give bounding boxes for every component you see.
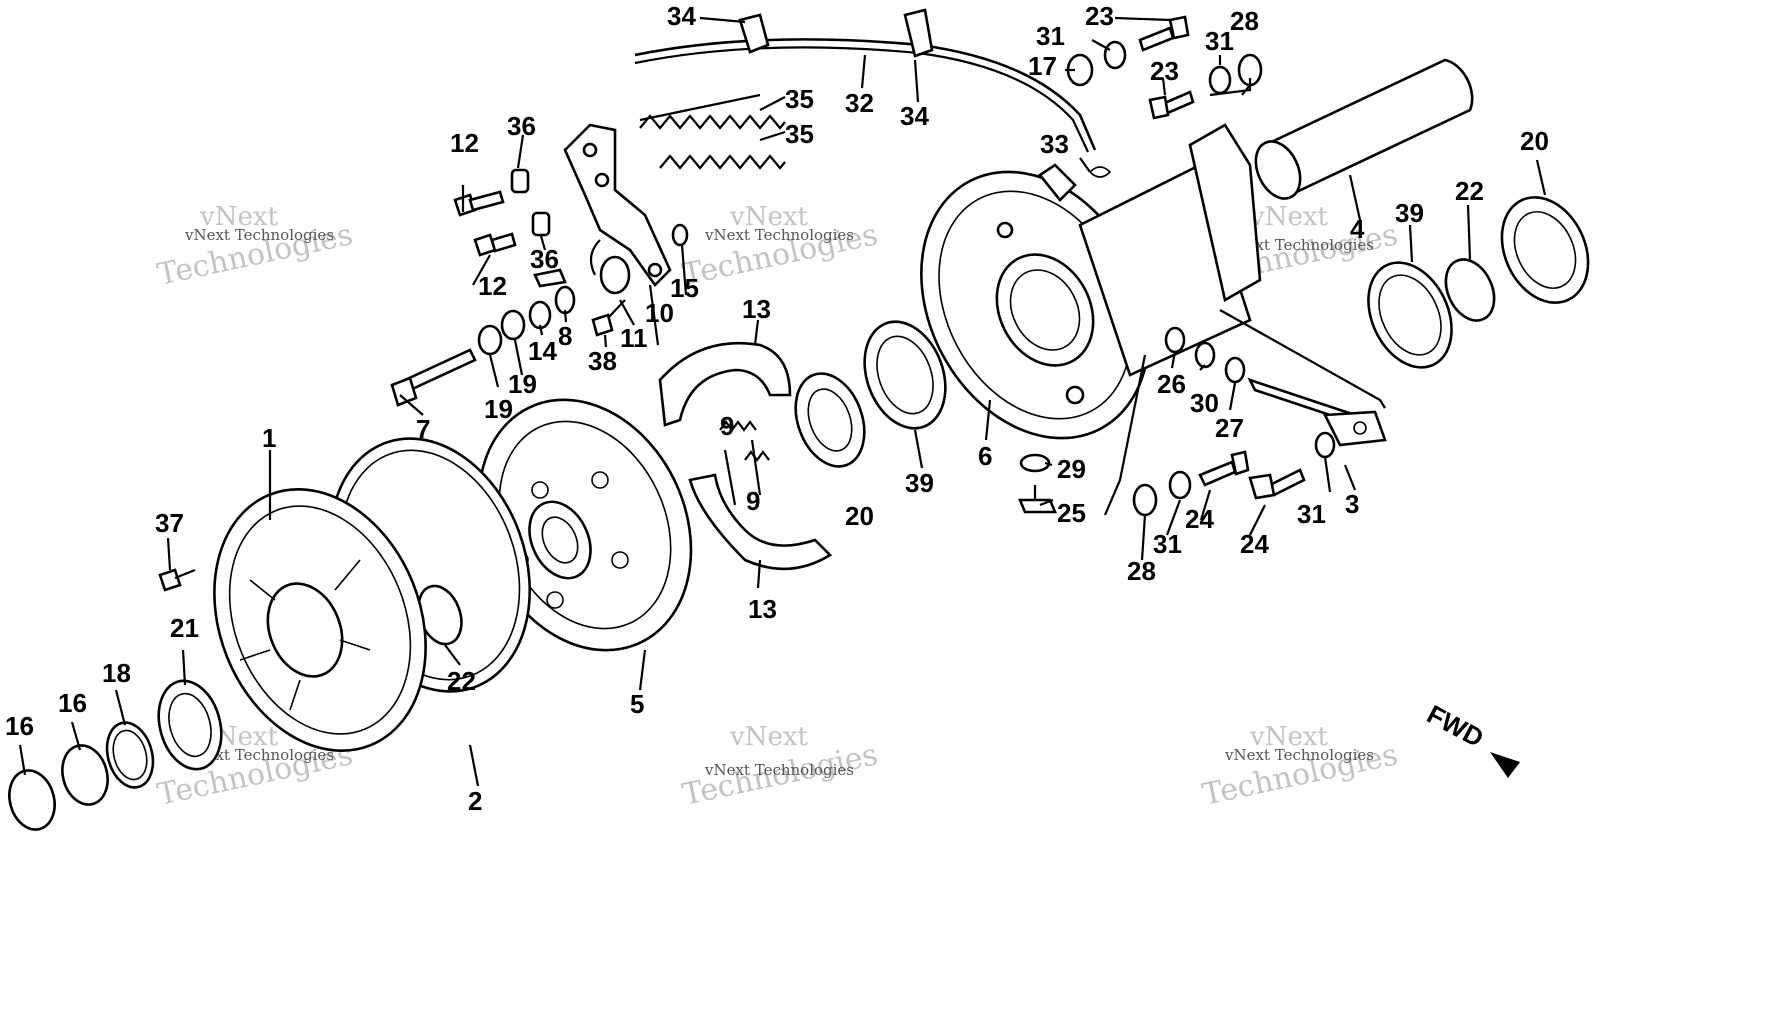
label-31d: 31 xyxy=(1297,499,1326,529)
label-9b: 9 xyxy=(746,486,760,516)
fwd-indicator: FWD xyxy=(1422,699,1520,778)
label-38: 38 xyxy=(588,346,617,376)
label-35a: 35 xyxy=(785,84,814,114)
label-8: 8 xyxy=(558,321,572,351)
label-19a: 19 xyxy=(484,394,513,424)
label-22b: 22 xyxy=(1455,176,1484,206)
brake-shoe-part-13 xyxy=(658,341,833,571)
label-32: 32 xyxy=(845,88,874,118)
label-2: 2 xyxy=(468,786,482,816)
label-9a: 9 xyxy=(720,411,734,441)
small-hardware-left xyxy=(390,168,689,407)
leader-lines xyxy=(18,16,1547,787)
label-18: 18 xyxy=(102,658,131,688)
watermark-small: vNext Technologies xyxy=(1224,236,1374,254)
watermark-line1: vNext xyxy=(729,722,808,752)
label-28b: 28 xyxy=(1127,556,1156,586)
label-31a: 31 xyxy=(1036,21,1065,51)
bearing-group-center xyxy=(794,320,947,468)
label-15: 15 xyxy=(670,273,699,303)
label-37: 37 xyxy=(155,508,184,538)
brake-cable-part-32 xyxy=(634,8,1097,153)
label-4: 4 xyxy=(1350,214,1365,244)
label-27: 27 xyxy=(1215,413,1244,443)
hub-cover-part-1 xyxy=(213,488,427,752)
watermark-line1: vNext xyxy=(1249,202,1328,232)
label-39b: 39 xyxy=(905,468,934,498)
label-39a: 39 xyxy=(1395,198,1424,228)
right-hardware-group xyxy=(1018,15,1590,517)
label-25: 25 xyxy=(1057,498,1086,528)
label-16a: 16 xyxy=(5,711,34,741)
label-31b: 31 xyxy=(1205,26,1234,56)
watermark-line1: vNext xyxy=(729,202,808,232)
brake-arm-part-10 xyxy=(563,123,672,295)
label-14: 14 xyxy=(528,336,557,366)
label-26: 26 xyxy=(1157,369,1186,399)
label-34a: 34 xyxy=(667,1,696,31)
label-35b: 35 xyxy=(785,119,814,149)
watermark-small: vNext Technologies xyxy=(704,226,854,244)
label-7: 7 xyxy=(416,414,430,444)
spring-part-35 xyxy=(639,93,786,170)
label-11: 11 xyxy=(620,323,648,353)
brake-drum-part-5 xyxy=(477,398,693,652)
label-1: 1 xyxy=(262,423,276,453)
watermark-small: vNext Technologies xyxy=(184,226,334,244)
label-31c: 31 xyxy=(1153,529,1182,559)
watermark-small: vNext Technologies xyxy=(184,746,334,764)
label-3: 3 xyxy=(1345,489,1359,519)
watermark-small: vNext Technologies xyxy=(704,761,854,779)
label-22a: 22 xyxy=(447,666,476,696)
axle-sleeve-part-4 xyxy=(1254,58,1474,200)
label-30: 30 xyxy=(1190,388,1219,418)
watermark-line1: vNext xyxy=(199,202,278,232)
label-20a: 20 xyxy=(1520,126,1549,156)
label-5: 5 xyxy=(630,689,644,719)
label-16b: 16 xyxy=(58,688,87,718)
fwd-arrow-icon xyxy=(1490,752,1520,778)
brake-panel-part-6 xyxy=(920,123,1262,440)
label-12b: 12 xyxy=(478,271,507,301)
label-24a: 24 xyxy=(1185,504,1214,534)
label-21: 21 xyxy=(170,613,199,643)
label-17: 17 xyxy=(1028,51,1057,81)
label-36a: 36 xyxy=(507,111,536,141)
label-33: 33 xyxy=(1040,129,1069,159)
watermark-small: vNext Technologies xyxy=(1224,746,1374,764)
label-13a: 13 xyxy=(742,294,771,324)
fwd-label: FWD xyxy=(1422,699,1488,753)
label-34b: 34 xyxy=(900,101,929,131)
label-23a: 23 xyxy=(1085,1,1114,31)
bracket-lines xyxy=(1103,78,1386,516)
label-6: 6 xyxy=(978,441,992,471)
label-24b: 24 xyxy=(1240,529,1269,559)
label-10: 10 xyxy=(645,298,674,328)
label-28a: 28 xyxy=(1230,6,1259,36)
label-20b: 20 xyxy=(845,501,874,531)
label-19b: 19 xyxy=(508,369,537,399)
label-23b: 23 xyxy=(1150,56,1179,86)
label-29: 29 xyxy=(1057,454,1086,484)
label-12a: 12 xyxy=(450,128,479,158)
watermark-line1: vNext xyxy=(1249,722,1328,752)
label-36b: 36 xyxy=(530,244,559,274)
callout-labels: 1 2 3 4 5 6 7 8 9 9 10 11 12 12 13 13 14… xyxy=(5,1,1549,816)
label-13b: 13 xyxy=(748,594,777,624)
